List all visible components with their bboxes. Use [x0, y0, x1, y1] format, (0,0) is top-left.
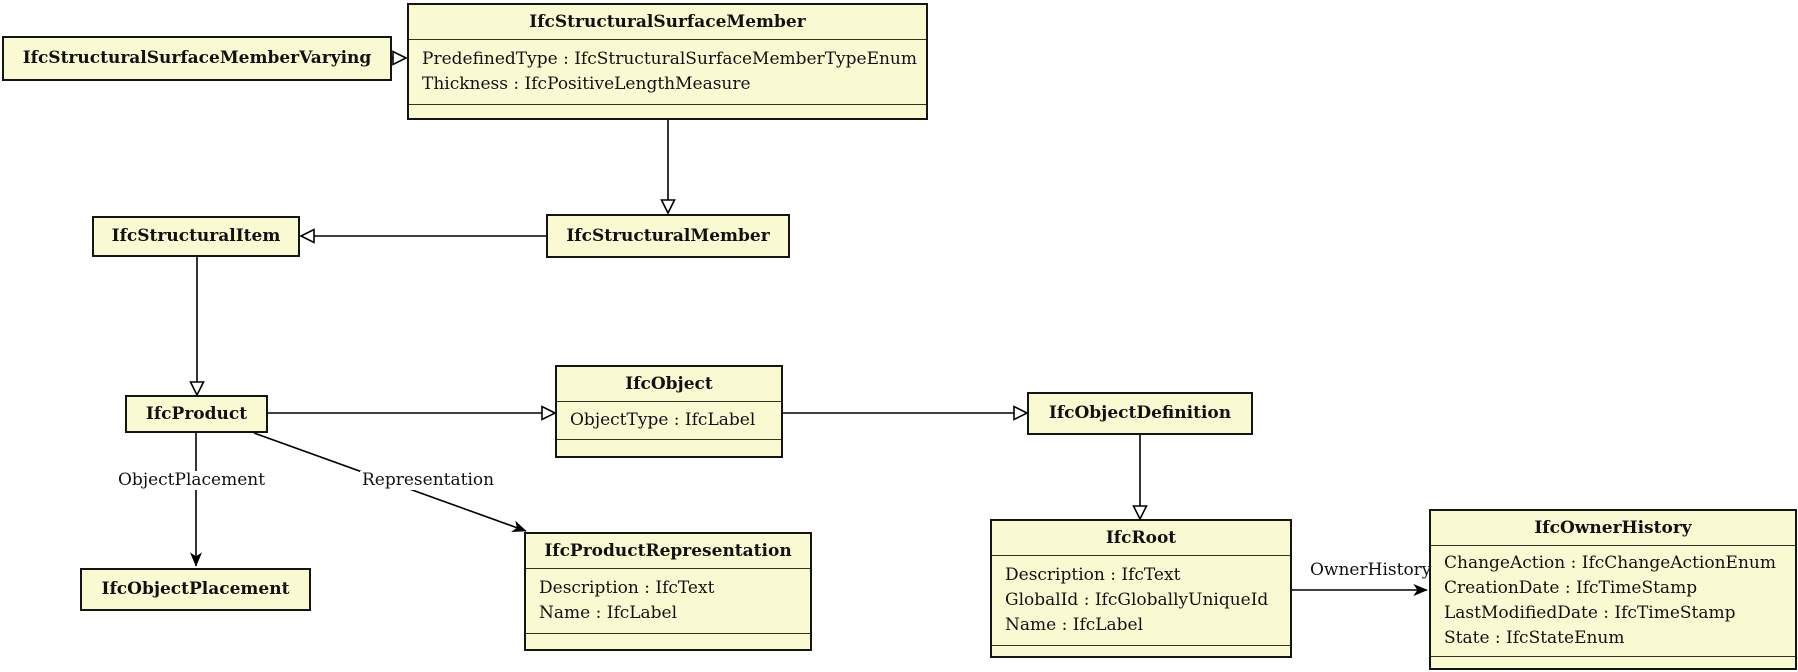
class-title: IfcProductRepresentation	[544, 541, 792, 561]
class-attribute: Description : IfcText	[1005, 565, 1181, 586]
edge-generalization-varying-to-surfacemember	[392, 50, 408, 66]
class-title: IfcObjectPlacement	[101, 579, 290, 600]
class-attributes: ObjectType : IfcLabel	[557, 401, 781, 439]
class-box-ifc-product-representation: IfcProductRepresentation Description : I…	[524, 532, 812, 651]
class-title: IfcRoot	[1105, 528, 1177, 548]
class-attribute: Thickness : IfcPositiveLengthMeasure	[422, 74, 751, 95]
class-operations-empty	[992, 645, 1290, 656]
class-attributes: ChangeAction : IfcChangeActionEnum Creat…	[1431, 545, 1795, 656]
class-operations-empty	[409, 104, 926, 118]
class-attributes: PredefinedType : IfcStructuralSurfaceMem…	[409, 39, 926, 104]
class-attribute: ChangeAction : IfcChangeActionEnum	[1444, 553, 1776, 574]
class-box-ifc-object-placement: IfcObjectPlacement	[80, 568, 311, 611]
class-attributes: Description : IfcText Name : IfcLabel	[526, 568, 810, 633]
edge-label-ownerhistory: OwnerHistory	[1310, 560, 1432, 580]
class-box-ifc-object: IfcObject ObjectType : IfcLabel	[555, 365, 783, 458]
class-box-ifc-structural-item: IfcStructuralItem	[92, 216, 300, 257]
edge-generalization-product-to-object	[268, 405, 557, 421]
class-title: IfcStructuralSurfaceMemberVarying	[22, 48, 372, 69]
class-title: IfcOwnerHistory	[1534, 518, 1692, 538]
edge-label-objectplacement: ObjectPlacement	[116, 470, 268, 490]
class-title: IfcObjectDefinition	[1048, 403, 1232, 424]
edge-generalization-object-to-objectdefinition	[783, 405, 1029, 421]
class-attribute: LastModifiedDate : IfcTimeStamp	[1444, 603, 1736, 624]
class-operations-empty	[526, 633, 810, 649]
class-box-ifc-root: IfcRoot Description : IfcText GlobalId :…	[990, 519, 1292, 658]
edge-generalization-structuralmember-to-structuralitem	[299, 228, 546, 244]
class-title: IfcStructuralSurfaceMember	[529, 12, 806, 32]
class-box-ifc-structural-surface-member: IfcStructuralSurfaceMember PredefinedTyp…	[407, 3, 928, 120]
class-box-ifc-owner-history: IfcOwnerHistory ChangeAction : IfcChange…	[1429, 509, 1797, 670]
class-box-ifc-object-definition: IfcObjectDefinition	[1027, 392, 1253, 435]
class-title: IfcProduct	[145, 403, 248, 424]
class-attribute: Description : IfcText	[539, 578, 715, 599]
class-attribute: Name : IfcLabel	[539, 603, 678, 624]
class-attribute: PredefinedType : IfcStructuralSurfaceMem…	[422, 49, 918, 70]
class-attribute: State : IfcStateEnum	[1444, 628, 1625, 649]
class-title: IfcObject	[625, 374, 713, 394]
class-attribute: GlobalId : IfcGloballyUniqueId	[1005, 590, 1269, 611]
edge-generalization-structuralitem-to-product	[189, 257, 205, 397]
class-attribute: ObjectType : IfcLabel	[570, 410, 756, 431]
edge-generalization-surfacemember-to-structuralmember	[660, 120, 676, 215]
class-operations-empty	[557, 439, 781, 456]
class-attributes: Description : IfcText GlobalId : IfcGlob…	[992, 555, 1290, 645]
edge-label-representation: Representation	[360, 470, 497, 490]
class-attribute: CreationDate : IfcTimeStamp	[1444, 578, 1698, 599]
class-title: IfcStructuralItem	[111, 226, 281, 247]
class-box-ifc-structural-member: IfcStructuralMember	[546, 214, 790, 258]
class-attribute: Name : IfcLabel	[1005, 615, 1144, 636]
edge-generalization-objectdefinition-to-root	[1132, 435, 1148, 521]
class-operations-empty	[1431, 656, 1795, 668]
class-title: IfcStructuralMember	[566, 225, 770, 246]
class-box-ifc-structural-surface-member-varying: IfcStructuralSurfaceMemberVarying	[2, 36, 392, 81]
class-box-ifc-product: IfcProduct	[125, 395, 268, 433]
